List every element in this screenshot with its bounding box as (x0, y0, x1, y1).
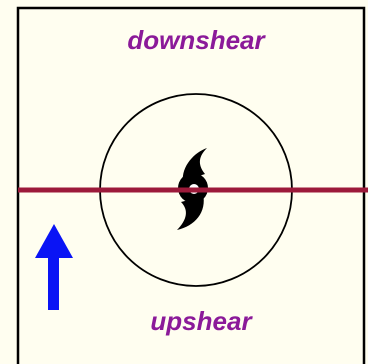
upshear-label: upshear (150, 306, 253, 336)
diagram-border (16, 6, 366, 364)
hurricane-icon (177, 148, 208, 230)
downshear-label: downshear (127, 25, 266, 55)
up-arrow-icon (35, 224, 73, 310)
